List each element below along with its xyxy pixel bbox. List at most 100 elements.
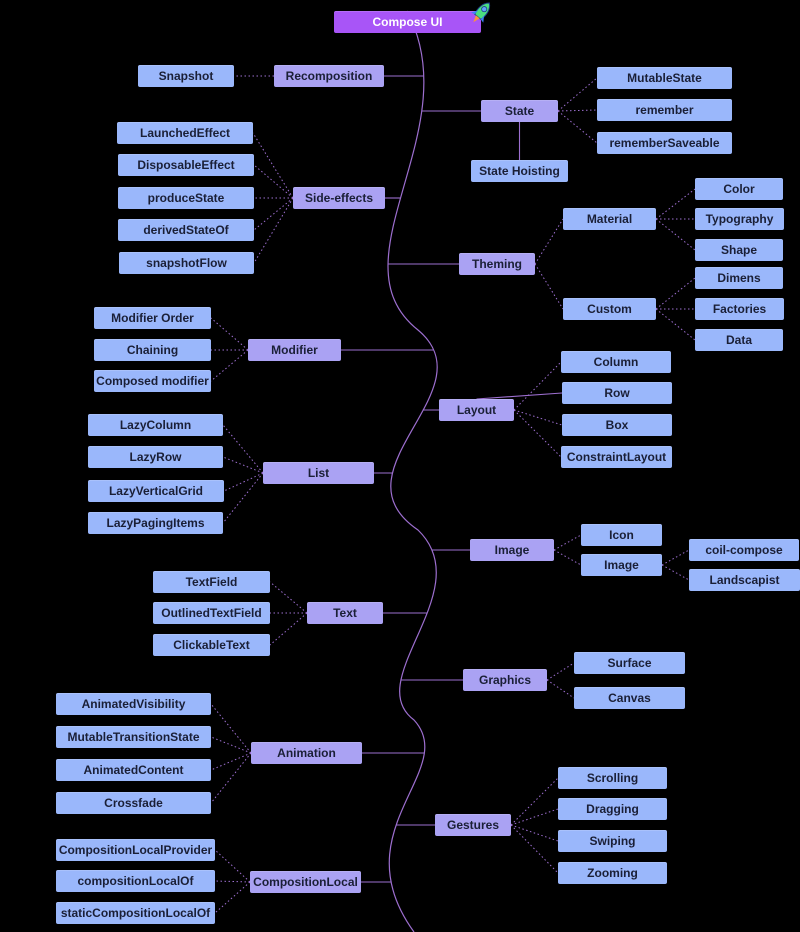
root-node[interactable]: Compose UI — [334, 11, 481, 33]
leaf-node-producestate[interactable]: produceState — [118, 187, 254, 209]
leaf-node-compositionlocalprovider[interactable]: CompositionLocalProvider — [56, 839, 215, 861]
leaf-node-lazypagingitems[interactable]: LazyPagingItems — [88, 512, 223, 534]
branch-line-coilcompose — [661, 549, 690, 566]
leaf-node-outlinedtextfield[interactable]: OutlinedTextField — [153, 602, 270, 624]
leaf-node-lazycolumn[interactable]: LazyColumn — [88, 414, 223, 436]
leaf-node-surface[interactable]: Surface — [574, 652, 685, 674]
leaf-node-derivedstateof[interactable]: derivedStateOf — [118, 219, 254, 241]
leaf-node-custom[interactable]: Custom — [563, 298, 656, 320]
spine-line — [387, 10, 438, 932]
branch-line-row — [476, 392, 563, 400]
branch-line-swiping — [510, 824, 559, 842]
branch-line-compositionlocalof — [214, 880, 251, 883]
branch-line-canvas — [546, 679, 575, 699]
topic-node-gestures[interactable]: Gestures — [435, 814, 511, 836]
leaf-node-data[interactable]: Data — [695, 329, 783, 351]
leaf-node-snapshot[interactable]: Snapshot — [138, 65, 234, 87]
leaf-node-clickabletext[interactable]: ClickableText — [153, 634, 270, 656]
leaf-node-factories[interactable]: Factories — [695, 298, 784, 320]
leaf-node-statehoisting[interactable]: State Hoisting — [471, 160, 568, 182]
leaf-node-constraintlayout[interactable]: ConstraintLayout — [561, 446, 672, 468]
branch-line-lazypagingitems — [222, 472, 264, 524]
branch-line-lazyrow — [222, 456, 264, 474]
leaf-node-image2[interactable]: Image — [581, 554, 662, 576]
branch-line-mutablestate — [557, 77, 598, 112]
leaf-node-animatedcontent[interactable]: AnimatedContent — [56, 759, 211, 781]
topic-node-state[interactable]: State — [481, 100, 558, 122]
leaf-node-crossfade[interactable]: Crossfade — [56, 792, 211, 814]
branch-line-clickabletext — [269, 612, 308, 646]
leaf-node-shape[interactable]: Shape — [695, 239, 783, 261]
leaf-node-icon[interactable]: Icon — [581, 524, 662, 546]
branch-line-crossfade — [210, 752, 252, 804]
leaf-node-canvas[interactable]: Canvas — [574, 687, 685, 709]
leaf-node-box[interactable]: Box — [562, 414, 672, 436]
leaf-node-compositionlocalof[interactable]: compositionLocalOf — [56, 870, 215, 892]
topic-node-theming[interactable]: Theming — [459, 253, 535, 275]
leaf-node-remembersaveable[interactable]: rememberSaveable — [597, 132, 732, 154]
branch-line-constraintlayout — [513, 409, 562, 458]
topic-node-graphics[interactable]: Graphics — [463, 669, 547, 691]
leaf-node-lazyrow[interactable]: LazyRow — [88, 446, 223, 468]
branch-line-material — [534, 218, 564, 265]
leaf-node-staticcompositionlocalof[interactable]: staticCompositionLocalOf — [56, 902, 215, 924]
branch-line-remember — [557, 109, 598, 112]
leaf-node-chaining[interactable]: Chaining — [94, 339, 211, 361]
leaf-node-material[interactable]: Material — [563, 208, 656, 230]
branch-line-compositionlocalprovider — [214, 849, 251, 883]
leaf-node-column[interactable]: Column — [561, 351, 671, 373]
topic-node-list[interactable]: List — [263, 462, 374, 484]
leaf-node-dimens[interactable]: Dimens — [695, 267, 783, 289]
leaf-node-lazyverticalgrid[interactable]: LazyVerticalGrid — [88, 480, 224, 502]
leaf-node-mutabletransitionstate[interactable]: MutableTransitionState — [56, 726, 211, 748]
leaf-node-zooming[interactable]: Zooming — [558, 862, 667, 884]
leaf-node-swiping[interactable]: Swiping — [558, 830, 667, 852]
leaf-node-color[interactable]: Color — [695, 178, 783, 200]
branch-line-disposableeffect — [253, 164, 294, 199]
topic-node-layout[interactable]: Layout — [439, 399, 514, 421]
branch-line-surface — [546, 662, 575, 681]
leaf-node-typography[interactable]: Typography — [695, 208, 784, 230]
branch-line-column — [513, 361, 562, 411]
leaf-node-textfield[interactable]: TextField — [153, 571, 270, 593]
leaf-node-landscapist[interactable]: Landscapist — [689, 569, 800, 591]
branch-line-derivedstateof — [253, 197, 294, 231]
branch-line-scrolling — [510, 777, 559, 826]
leaf-node-animatedvisibility[interactable]: AnimatedVisibility — [56, 693, 211, 715]
branch-line-shape — [655, 218, 696, 251]
leaf-node-coilcompose[interactable]: coil-compose — [689, 539, 799, 561]
topic-node-compositionlocal[interactable]: CompositionLocal — [250, 871, 361, 893]
branch-line-icon — [553, 534, 582, 551]
branch-line-color — [655, 188, 696, 220]
branch-line-animatedvisibility — [210, 703, 252, 754]
branch-line-animatedcontent — [210, 752, 252, 771]
leaf-node-snapshotflow[interactable]: snapshotFlow — [119, 252, 254, 274]
branch-line-mutabletransitionstate — [210, 736, 252, 754]
leaf-node-remember[interactable]: remember — [597, 99, 732, 121]
branch-line-modifierorder — [210, 317, 249, 351]
topic-node-sideeffects[interactable]: Side-effects — [293, 187, 385, 209]
branch-line-dimens — [655, 277, 696, 310]
topic-node-text[interactable]: Text — [307, 602, 383, 624]
leaf-node-modifierorder[interactable]: Modifier Order — [94, 307, 211, 329]
leaf-node-composedmodifier[interactable]: Composed modifier — [94, 370, 211, 392]
topic-node-animation[interactable]: Animation — [251, 742, 362, 764]
branch-line-snapshotflow — [253, 197, 294, 264]
leaf-node-scrolling[interactable]: Scrolling — [558, 767, 667, 789]
branch-line-textfield — [269, 581, 308, 614]
rocket-icon — [471, 2, 491, 23]
branch-line-dragging — [510, 808, 559, 826]
branch-line-launchedeffect — [252, 132, 294, 199]
topic-node-modifier[interactable]: Modifier — [248, 339, 341, 361]
branch-line-lazycolumn — [222, 424, 264, 474]
branch-line-data — [655, 308, 696, 341]
leaf-node-launchedeffect[interactable]: LaunchedEffect — [117, 122, 253, 144]
topic-node-recomposition[interactable]: Recomposition — [274, 65, 384, 87]
leaf-node-mutablestate[interactable]: MutableState — [597, 67, 732, 89]
leaf-node-dragging[interactable]: Dragging — [558, 798, 667, 820]
leaf-node-disposableeffect[interactable]: DisposableEffect — [118, 154, 254, 176]
leaf-node-row[interactable]: Row — [562, 382, 672, 404]
branch-line-box — [513, 409, 563, 426]
topic-node-image[interactable]: Image — [470, 539, 554, 561]
